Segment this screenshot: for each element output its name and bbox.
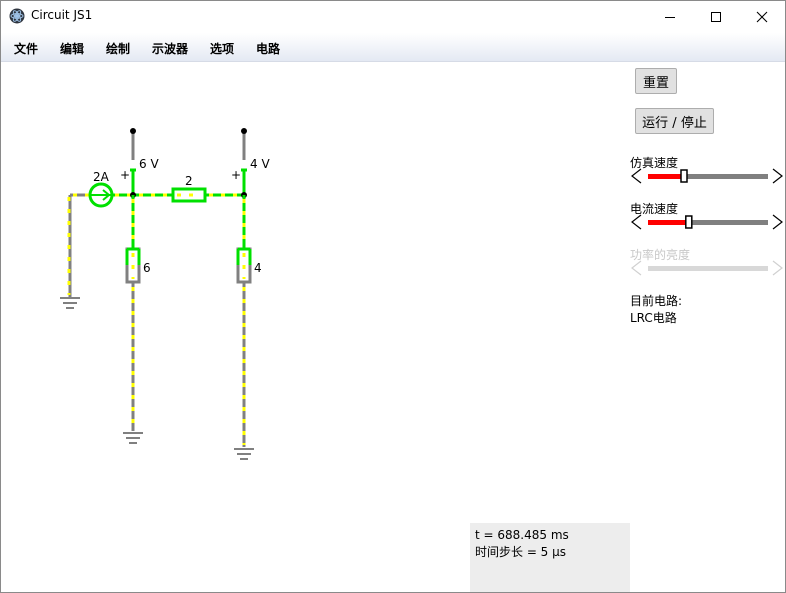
current-source[interactable] (88, 182, 114, 208)
menu-options[interactable]: 选项 (210, 42, 235, 56)
menu-scopes[interactable]: 示波器 (152, 42, 189, 56)
minimize-button[interactable] (647, 1, 693, 32)
voltage-label-right: 4 V (250, 157, 270, 171)
ground-right[interactable] (234, 448, 254, 460)
slider-right-arrow-icon (772, 260, 783, 276)
slider-left-arrow-icon[interactable] (631, 168, 642, 184)
close-button[interactable] (739, 1, 785, 32)
minimize-icon (665, 16, 675, 18)
current-circuit-name: LRC电路 (630, 311, 677, 325)
menu-bar: 文件 编辑 绘制 示波器 选项 电路 (1, 33, 785, 62)
plus-sign-right: + (231, 168, 241, 182)
current-circuit-heading: 目前电路: (630, 294, 683, 308)
circuit-canvas[interactable]: + + 6 V 4 V 2A (1, 62, 785, 592)
power-brightness-label: 功率的亮度 (630, 248, 691, 262)
sim-speed-slider[interactable] (629, 167, 785, 185)
sim-time: t = 688.485 ms (475, 528, 569, 542)
menu-edit[interactable]: 编辑 (60, 42, 85, 56)
slider-right-arrow-icon[interactable] (772, 214, 783, 230)
left-ground-wire[interactable] (67, 193, 91, 297)
slider-right-arrow-icon[interactable] (772, 168, 783, 184)
maximize-icon (711, 11, 721, 22)
time-step: 时间步长 = 5 μs (475, 545, 567, 559)
current-speed-slider[interactable] (629, 213, 785, 231)
sim-speed-label: 仿真速度 (630, 156, 679, 170)
ground-left[interactable] (60, 297, 80, 309)
slider-track[interactable] (648, 174, 768, 179)
resistor-middle[interactable] (171, 187, 207, 203)
power-brightness-slider (631, 260, 783, 276)
reset-button[interactable]: 重置 (635, 68, 677, 94)
title-bar[interactable]: Circuit JS1 (1, 1, 785, 32)
slider-thumb[interactable] (685, 215, 693, 229)
slider-track[interactable] (648, 220, 768, 225)
terminal-left[interactable] (130, 128, 136, 160)
app-icon (9, 8, 25, 24)
menu-circuits[interactable]: 电路 (256, 42, 281, 56)
slider-left-arrow-icon[interactable] (631, 214, 642, 230)
resistor-middle-label: 2 (185, 174, 193, 188)
resistor-left[interactable] (125, 247, 141, 284)
voltage-source-left[interactable] (130, 168, 136, 195)
ground-middle[interactable] (123, 432, 143, 444)
resistor-right-label: 4 (254, 261, 262, 275)
slider-track (648, 266, 768, 271)
maximize-button[interactable] (693, 1, 739, 32)
slider-fill (648, 174, 684, 179)
voltage-source-right[interactable] (241, 168, 247, 195)
slider-left-arrow-icon (631, 260, 642, 276)
current-source-label: 2A (93, 170, 110, 184)
terminal-right[interactable] (241, 128, 247, 160)
current-speed-label: 电流速度 (630, 202, 679, 216)
plus-sign-left: + (120, 168, 130, 182)
status-panel: t = 688.485 ms 时间步长 = 5 μs (470, 523, 630, 592)
window-title: Circuit JS1 (31, 8, 93, 22)
menu-draw[interactable]: 绘制 (106, 42, 131, 56)
voltage-label-left: 6 V (139, 157, 159, 171)
menu-file[interactable]: 文件 (14, 42, 39, 56)
run-stop-button[interactable]: 运行 / 停止 (635, 108, 714, 134)
resistor-right[interactable] (236, 247, 252, 284)
slider-thumb[interactable] (680, 169, 688, 183)
close-icon (756, 11, 768, 22)
resistor-left-label: 6 (143, 261, 151, 275)
slider-fill (648, 220, 689, 225)
